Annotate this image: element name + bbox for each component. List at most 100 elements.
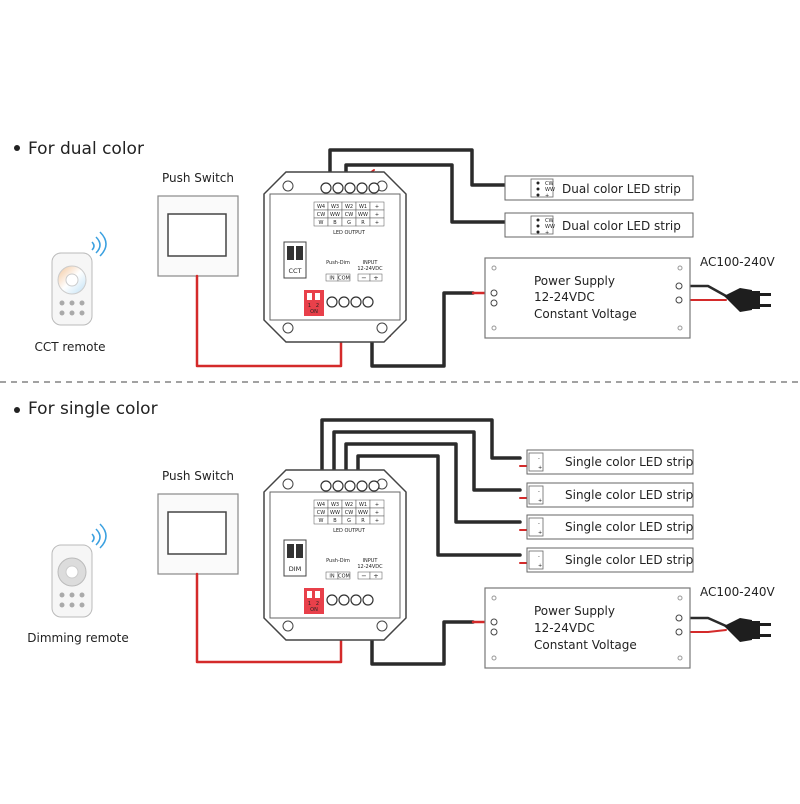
terminal-label-cell [369,217,385,227]
mounting-hole [282,478,294,490]
terminal-label: W3 [331,502,339,508]
terminal-label: W [319,220,324,226]
cct-remote-icon [51,231,107,326]
remote-label: Dimming remote [27,631,129,645]
push-dim-label: Push-Dim [326,558,350,564]
pin-label: + [538,465,542,471]
ac-label: AC100-240V [700,585,776,599]
terminal-label: W1 [359,502,367,508]
dip-switch-lever [307,293,312,300]
terminal-label: W2 [345,204,353,210]
bullet-icon [14,407,20,413]
input-terminal [326,594,338,606]
mode-switch-lever [287,544,294,558]
output-terminal [332,182,344,194]
terminal-label: CW [317,212,325,218]
wireless-icon [91,231,107,257]
led-strip: -+Single color LED strip [526,547,694,573]
psu-line: Constant Voltage [534,638,637,652]
power-plug-icon [724,288,771,312]
output-terminal [356,182,368,194]
mode-switch-lever [296,246,303,260]
push-switch-label: Push Switch [162,171,234,185]
input-terminal [326,296,338,308]
pin-label: + [538,498,542,504]
pin-label: - [538,554,540,560]
pin-label: WW [545,224,555,230]
terminal-label: + [375,220,379,226]
terminal-label: G [347,220,351,226]
terminal-label: B [333,220,337,226]
section-title: For dual color [28,139,144,159]
dip-on-label: ON [310,309,318,315]
power-supply: Power Supply 12-24VDC Constant Voltage [484,257,691,339]
terminal-label: CW [345,510,353,516]
mode-switch-lever [296,544,303,558]
mounting-hole [376,620,388,632]
output-terminal [368,480,380,492]
push-pin-label: COM [338,574,350,580]
input-pin-cell [369,571,383,580]
psu-line: 12-24VDC [534,621,595,635]
terminal-label: W [319,518,324,524]
terminal-label: WW [330,212,340,218]
input-pin-cell [369,273,383,282]
pin-label: - [538,456,540,462]
strip-label: Single color LED strip [565,455,693,469]
dip-label: 1 [308,303,311,309]
push-pin-label: IN [329,276,334,282]
psu-line: Constant Voltage [534,307,637,321]
push-pin-label: COM [338,276,350,282]
input-terminal [338,296,350,308]
dip-label: 2 [316,601,319,607]
led-output-label: LED OUTPUT [333,528,366,534]
terminal-label: R [361,518,365,524]
led-strip: CW WW + Dual color LED strip [504,175,694,201]
mounting-hole [376,322,388,334]
input-terminal [350,594,362,606]
input-terminal [362,296,374,308]
psu-line: Power Supply [534,604,615,618]
push-switch [157,493,239,575]
single-strips: -+Single color LED strip-+Single color L… [526,449,694,573]
terminal-label: R [361,220,365,226]
pin-label: + [538,530,542,536]
strip-label: Single color LED strip [565,488,693,502]
output-terminal [320,480,332,492]
dip-switch-lever [307,591,312,598]
terminal-label: CW [345,212,353,218]
pin-label: - [538,521,540,527]
output-terminal [368,182,380,194]
remote-label: CCT remote [34,340,105,354]
strip-label: Single color LED strip [565,553,693,567]
push-switch [157,195,239,277]
section-title: For single color [28,399,158,419]
push-dim-label: Push-Dim [326,260,350,266]
pin-label: + [545,230,549,236]
single-color-section: For single color Dimming remote Push Swi… [14,399,776,669]
led-output-label: LED OUTPUT [333,230,366,236]
strip-label: Dual color LED strip [562,219,681,233]
push-pin-cell [337,273,351,282]
input-terminal [338,594,350,606]
terminal-label: CW [317,510,325,516]
dual-color-section: For dual color CCT remote Push Switch [14,139,776,368]
pin-label: + [545,193,549,199]
power-supply: Power Supply 12-24VDC Constant Voltage [484,587,691,669]
terminal-label: W1 [359,204,367,210]
mode-label: CCT [288,267,301,275]
mode-label: DIM [289,565,302,573]
push-switch-label: Push Switch [162,469,234,483]
dip-switch-lever [315,591,320,598]
terminal-label: + [375,502,379,508]
terminal-label: WW [330,510,340,516]
output-terminal [344,480,356,492]
bullet-icon [14,145,20,151]
push-pin-label: IN [329,574,334,580]
mode-switch-lever [287,246,294,260]
strip-label: Dual color LED strip [562,182,681,196]
psu-line: 12-24VDC [534,290,595,304]
mounting-hole [282,180,294,192]
